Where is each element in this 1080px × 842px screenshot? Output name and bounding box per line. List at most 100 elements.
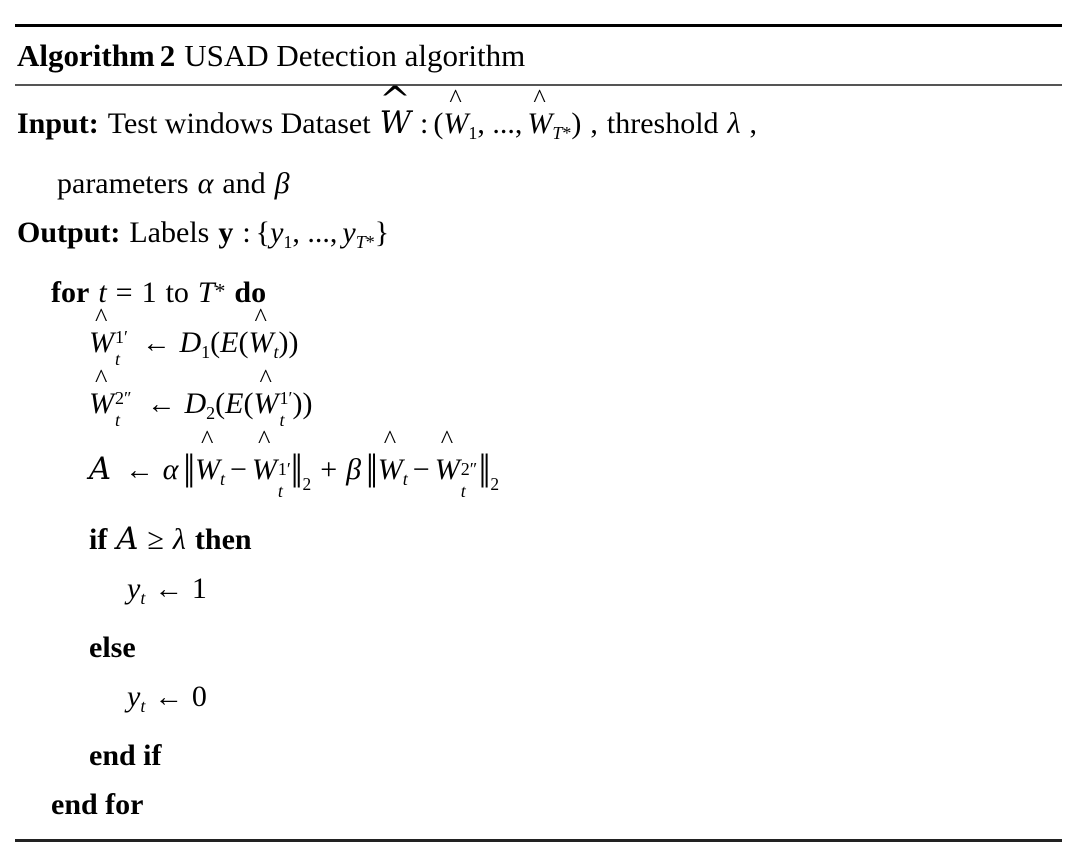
plus-sign: + (320, 453, 338, 487)
equals-sign: = (115, 275, 133, 309)
hat-icon: ^ (379, 77, 412, 121)
input-comma-2: , (749, 106, 758, 140)
window-last-star: * (562, 122, 572, 143)
output-ellipsis: , ..., (292, 215, 338, 249)
decoder2-symbol: D (184, 387, 207, 421)
output-text: Labels (129, 215, 210, 249)
assign-arrow-icon: ← (154, 573, 183, 605)
assign-label-one-line: yt←1 (15, 564, 1062, 623)
norm-order-1: 2 (302, 473, 312, 494)
hat-icon: ^ (95, 301, 108, 332)
alpha-weight: α (162, 453, 179, 487)
hat-icon: ^ (259, 362, 272, 393)
input-label: Input: (17, 106, 99, 140)
else-line: else (15, 623, 1062, 672)
hat-icon: ^ (201, 423, 214, 454)
and-text: and (222, 166, 266, 200)
window-term-1: ^W (194, 423, 220, 487)
close-paren: ) (571, 106, 582, 140)
norm-close-bars-2: ‖ (478, 443, 491, 498)
window-term-2: ^W (377, 423, 403, 487)
window-first-sub: 1 (468, 122, 478, 143)
window-term-2-sub: t (402, 469, 408, 490)
algorithm-number: 2 (159, 38, 176, 73)
loop-end-star: * (214, 279, 226, 304)
algorithm-title-text: USAD Detection algorithm (184, 38, 526, 73)
end-if-keyword: end if (89, 739, 162, 773)
hat-icon: ^ (257, 423, 271, 454)
threshold-symbol: λ (172, 522, 186, 556)
comparison-operator: ≥ (147, 522, 164, 556)
decoder1-index: 1 (201, 342, 211, 363)
dataset-symbol: ^W (379, 77, 412, 141)
threshold-text: threshold (606, 106, 719, 140)
label-var-sub: t (140, 588, 146, 609)
encoder-open-paren: ( (243, 387, 254, 421)
beta-weight: β (346, 453, 362, 487)
encoder-close-paren: ) (278, 325, 289, 359)
algorithm-keyword: Algorithm (17, 38, 155, 73)
decoder1-close-paren: ) (288, 325, 299, 359)
title-rule (15, 83, 1062, 86)
output-label: Output: (17, 215, 121, 249)
if-keyword: if (89, 522, 108, 556)
hat-icon: ^ (449, 82, 462, 113)
hat-icon: ^ (533, 82, 546, 113)
hat-icon: ^ (383, 423, 397, 454)
sup-2-doubleprime: 2″ (115, 387, 132, 408)
reconstruction1-arg: ^W (253, 362, 279, 421)
reconstruction2-term: ^W (434, 423, 460, 487)
output-colon: : (242, 215, 251, 249)
sup-1-prime: 1′ (115, 326, 128, 347)
alpha-symbol: α (197, 166, 214, 200)
decoder2-index: 2 (206, 403, 216, 424)
assign-arrow-icon: ← (154, 682, 183, 714)
else-keyword: else (89, 631, 136, 665)
input-text: Test windows Dataset (107, 106, 371, 140)
label-last-sub: T (355, 232, 366, 253)
window-arg: ^W (248, 301, 274, 359)
decoder1-open-paren: ( (210, 325, 221, 359)
sub-t: t (279, 410, 285, 431)
decoder2-open-paren: ( (215, 387, 226, 421)
sup-2-doubleprime: 2″ (460, 459, 478, 479)
label-var: y (127, 680, 141, 714)
norm-order-2: 2 (490, 473, 500, 494)
assign-arrow-icon: ← (142, 327, 171, 359)
anomaly-score-symbol: A (89, 452, 112, 488)
encoder-symbol: E (220, 325, 239, 359)
output-vector: y (218, 215, 234, 249)
norm-open-bars: ‖ (183, 443, 195, 498)
window-arg-sub: t (273, 342, 279, 363)
loop-start: 1 (141, 275, 157, 309)
label-last-star: * (365, 232, 375, 253)
threshold-symbol: λ (727, 106, 741, 140)
close-brace: } (374, 215, 390, 249)
open-paren: ( (433, 106, 444, 140)
parameters-text: parameters (57, 166, 189, 200)
encoder-symbol: E (225, 387, 244, 421)
reconstruction2-lhs: ^W (89, 362, 114, 421)
label-first-sub: 1 (283, 232, 293, 253)
window-first: ^W (443, 82, 469, 140)
norm-open-bars-2: ‖ (366, 443, 378, 498)
do-keyword: do (234, 275, 267, 309)
decoder1-symbol: D (179, 325, 202, 359)
encoder-close-paren: ) (292, 387, 303, 421)
beta-symbol: β (274, 166, 290, 200)
window-last-sub: T (552, 122, 563, 143)
hat-icon: ^ (95, 362, 108, 393)
sub-t: t (277, 481, 283, 502)
minus-sign-2: − (412, 453, 430, 487)
label-var-sub: t (140, 696, 146, 717)
assign-arrow-icon: ← (147, 389, 176, 421)
hat-icon: ^ (440, 423, 454, 454)
label-var: y (127, 571, 141, 605)
